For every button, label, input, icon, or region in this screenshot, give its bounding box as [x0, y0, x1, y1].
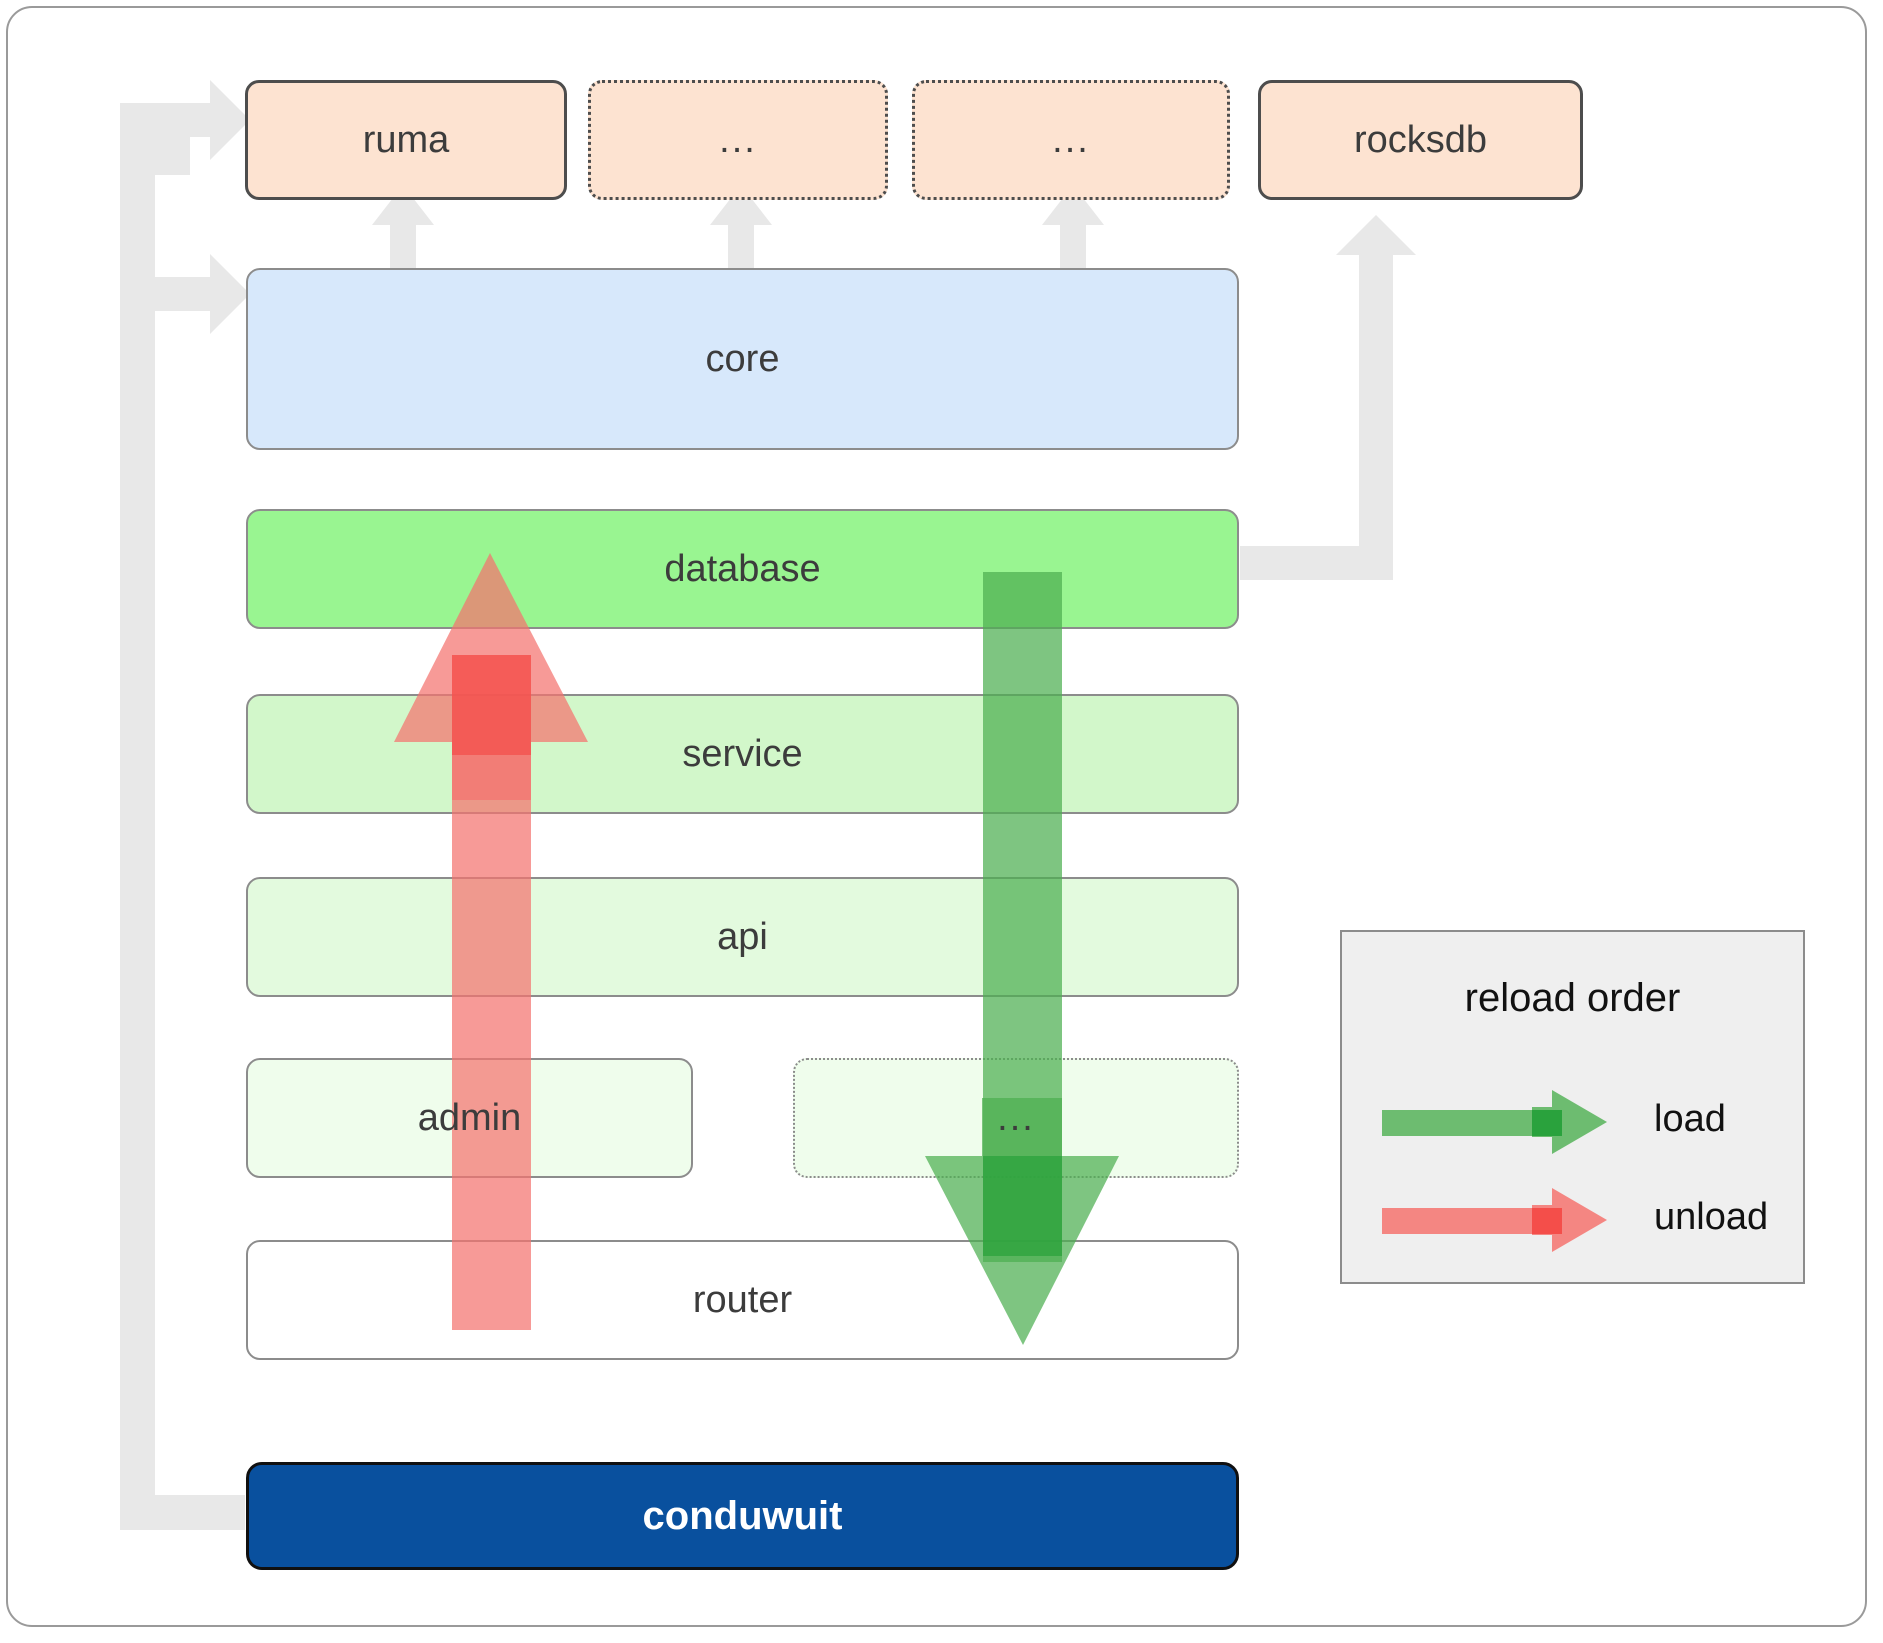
crate-label: ... [997, 1097, 1035, 1139]
crate-box-placeholder[interactable]: ... [793, 1058, 1239, 1178]
crate-box-database[interactable]: database [246, 509, 1239, 629]
legend-arrow-load-icon [1382, 1090, 1607, 1154]
crate-label: admin [417, 1097, 522, 1139]
binary-label: conduwuit [642, 1494, 843, 1538]
dependency-box-placeholder-2[interactable]: ... [912, 80, 1230, 200]
crate-box-api[interactable]: api [246, 877, 1239, 997]
crate-label: database [664, 548, 821, 590]
crate-label: service [682, 733, 803, 775]
crate-label: router [692, 1279, 793, 1321]
dependency-box-placeholder-1[interactable]: ... [588, 80, 888, 200]
dependency-label: ruma [362, 119, 450, 161]
binary-box-conduwuit[interactable]: conduwuit [246, 1462, 1239, 1570]
crate-label: api [717, 916, 768, 958]
dependency-label: ... [719, 119, 757, 161]
dependency-box-rocksdb[interactable]: rocksdb [1258, 80, 1583, 200]
dependency-label: rocksdb [1353, 119, 1488, 161]
crate-box-router[interactable]: router [246, 1240, 1239, 1360]
legend-title: reload order [1464, 976, 1681, 1020]
legend-label-unload: unload [1654, 1196, 1769, 1238]
legend-label-load: load [1654, 1098, 1726, 1140]
legend-arrow-unload-icon [1382, 1188, 1607, 1252]
crate-box-service[interactable]: service [246, 694, 1239, 814]
dependency-box-ruma[interactable]: ruma [245, 80, 567, 200]
diagram-frame [6, 6, 1867, 1627]
crate-box-core[interactable]: core [246, 268, 1239, 450]
crate-label: core [705, 338, 780, 380]
legend-panel: reload order load unload [1340, 930, 1805, 1284]
crate-box-admin[interactable]: admin [246, 1058, 693, 1178]
dependency-label: ... [1052, 119, 1090, 161]
